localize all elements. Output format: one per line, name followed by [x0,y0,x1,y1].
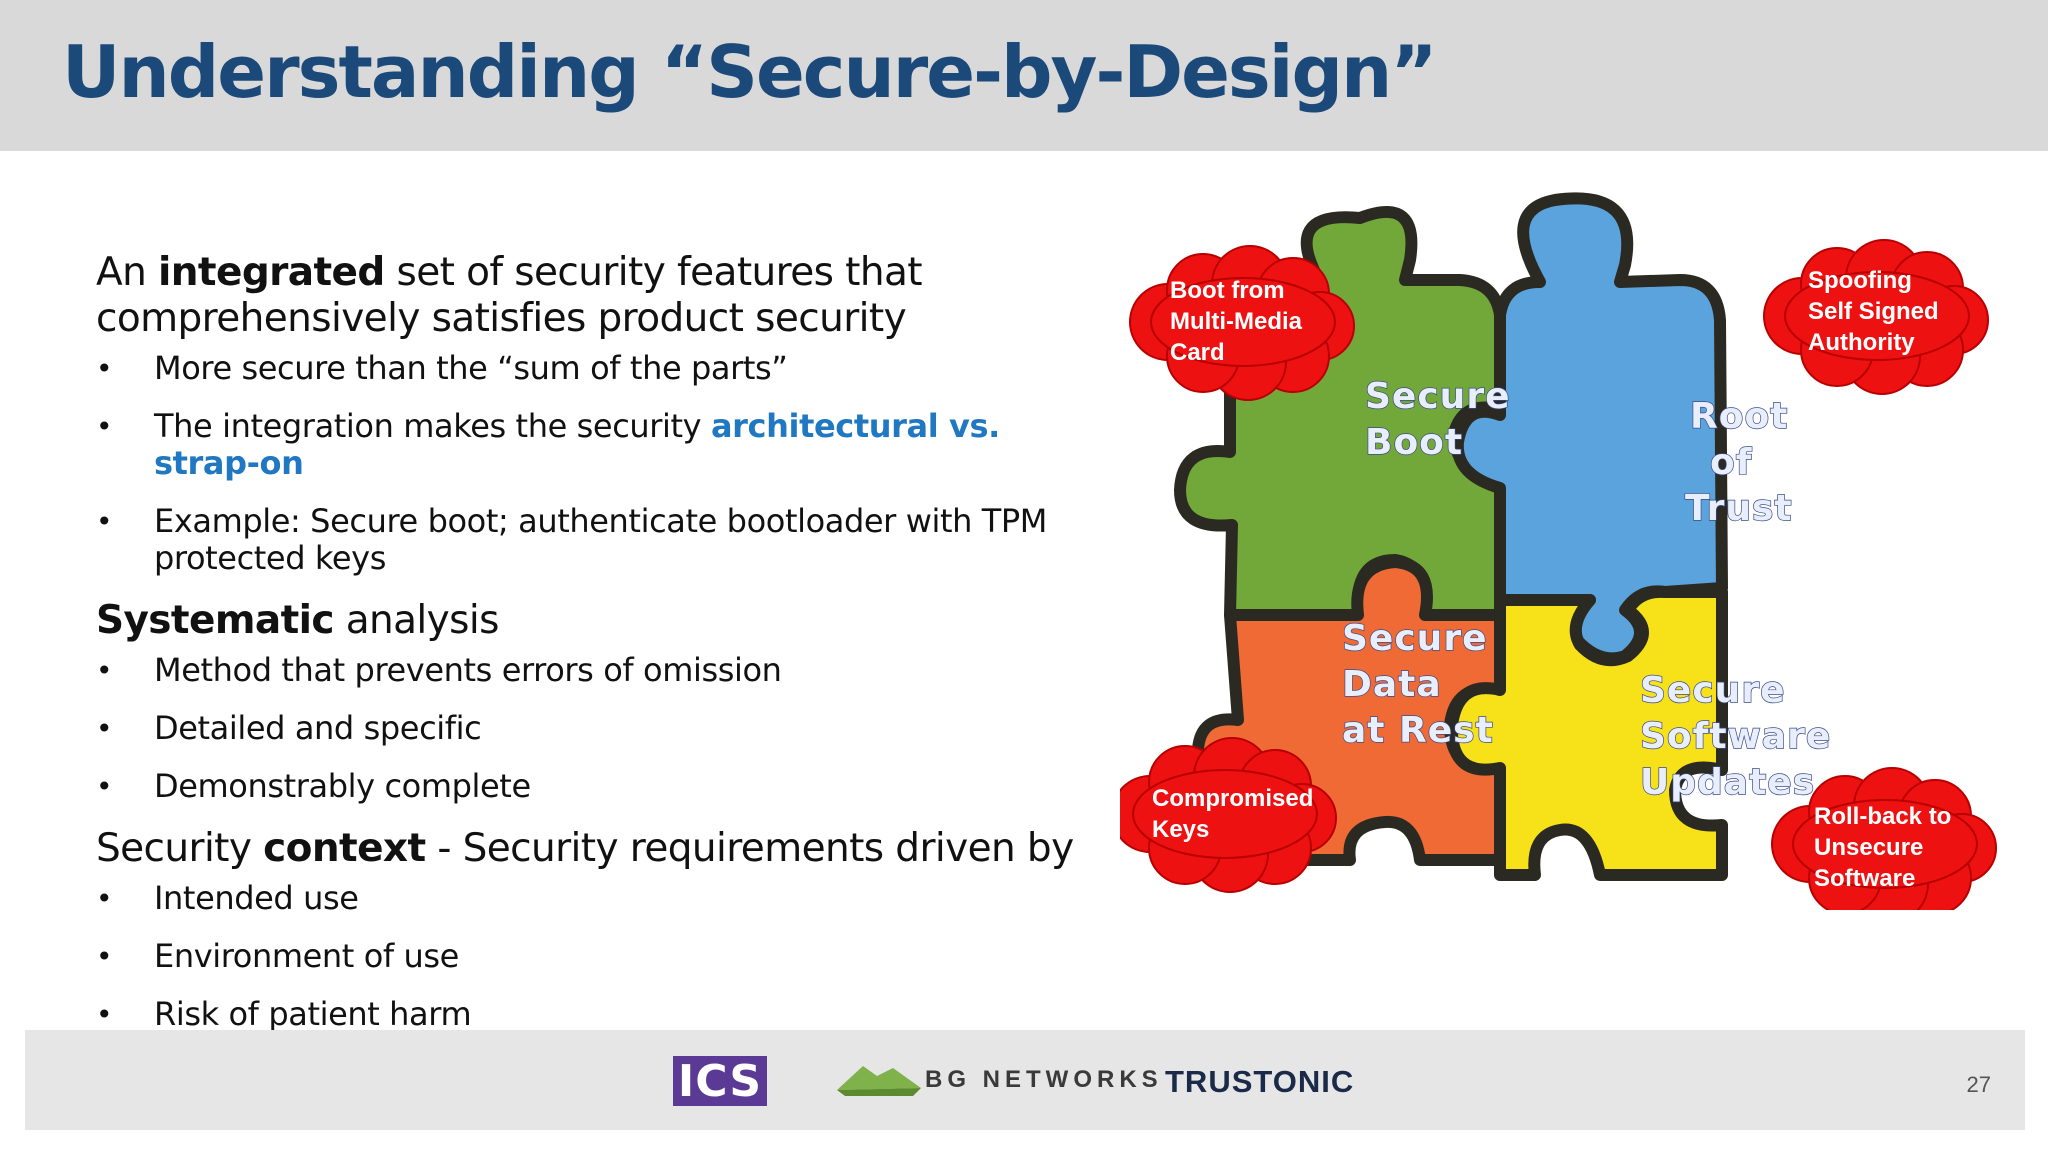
piece-label-secure-updates: Secure Software Updates [1640,670,1845,803]
bullet-list-systematic: Method that prevents errors of omission … [96,652,1096,806]
slide-title: Understanding “Secure-by-Design” [62,30,1438,114]
trustonic-logo: TRUSTONIC [1165,1064,1355,1099]
puzzle-piece-secure-updates [1445,585,1728,881]
section-heading-systematic: Systematic analysis [96,598,1096,644]
threat-cloud-spoofing: Spoofing Self Signed Authority [1763,239,1989,395]
ics-logo: ICS [673,1056,767,1107]
heading-bold-text: Systematic [96,598,335,643]
heading-text: set of security features that comprehens… [96,250,923,341]
bullet-item: Demonstrably complete [96,768,1096,806]
heading-bold-text: integrated [158,250,385,295]
footer-bar: ICS BG NETWORKS TRUSTONIC 27 [25,1030,2025,1130]
heading-text: Security [96,826,264,871]
threat-cloud-text: Boot from Multi-Media Card [1170,277,1309,366]
puzzle-diagram: Secure Boot Root of Trust Secure Data at… [1111,170,2000,923]
page-number: 27 [1966,1072,1991,1097]
bullet-item: Method that prevents errors of omission [96,652,1096,690]
bullet-text: The integration makes the security [154,407,711,445]
section-heading-integrated: An integrated set of security features t… [96,250,1096,342]
heading-text: - Security requirements driven by [425,826,1074,871]
bullet-item: Detailed and specific [96,710,1096,748]
threat-cloud-text: Compromised Keys [1152,785,1320,843]
heading-bold-text: context [263,826,426,871]
bullet-item: The integration makes the security archi… [96,408,1096,482]
threat-cloud-compromised-keys: Compromised Keys [1111,737,1337,893]
piece-label-root-of-trust: Root of Trust [1685,396,1802,529]
threat-cloud-text: Roll-back to Unsecure Software [1814,803,1958,892]
bullet-item: Intended use [96,880,1096,918]
bullet-list-integrated: More secure than the “sum of the parts” … [96,350,1096,577]
bullet-item: More secure than the “sum of the parts” [96,350,1096,388]
piece-label-secure-boot: Secure Boot [1365,376,1524,463]
bullet-item: Example: Secure boot; authenticate bootl… [96,503,1096,577]
bullet-item: Environment of use [96,938,1096,976]
bullet-list-context: Intended use Environment of use Risk of … [96,880,1096,1034]
bg-networks-logo-text: BG NETWORKS [925,1066,1163,1093]
bg-networks-logo: BG NETWORKS [833,1060,1158,1100]
heading-text: An [96,250,158,295]
title-bar: Understanding “Secure-by-Design” [0,0,2048,151]
puzzle-svg: Secure Boot Root of Trust Secure Data at… [1111,192,1997,923]
bg-networks-mark-icon [837,1066,921,1096]
threat-cloud-boot-mmc: Boot from Multi-Media Card [1129,245,1355,401]
section-heading-context: Security context - Security requirements… [96,826,1096,872]
threat-cloud-rollback: Roll-back to Unsecure Software [1771,767,1997,923]
heading-text: analysis [333,598,500,643]
piece-label-secure-data: Secure Data at Rest [1342,618,1501,751]
threat-cloud-text: Spoofing Self Signed Authority [1808,267,1945,356]
bullet-item: Risk of patient harm [96,996,1096,1034]
highlight-text: architectural vs. strap-on [154,407,1000,482]
slide-content: An integrated set of security features t… [96,250,1096,1054]
